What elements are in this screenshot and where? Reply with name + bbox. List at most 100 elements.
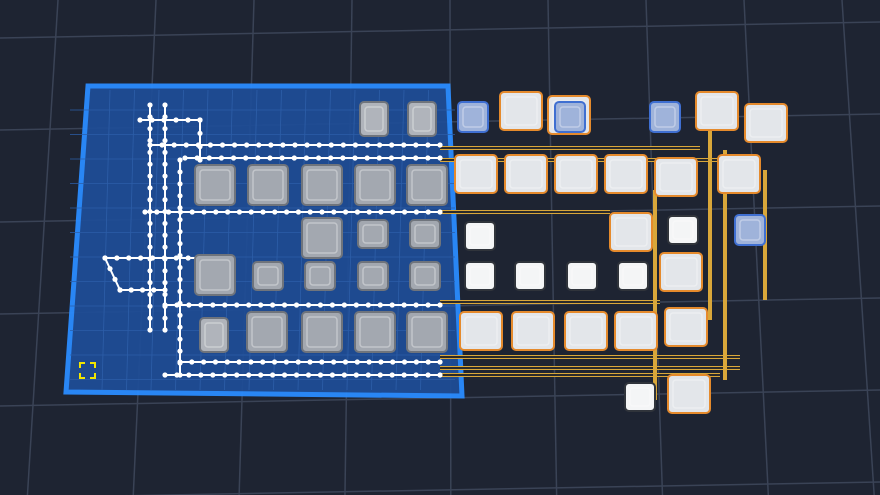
assembler-gray[interactable] bbox=[194, 254, 236, 296]
belt-node[interactable] bbox=[149, 255, 156, 261]
belt-node[interactable] bbox=[201, 359, 207, 365]
belt-node[interactable] bbox=[189, 209, 195, 215]
belt-node[interactable] bbox=[402, 209, 408, 215]
belt-node[interactable] bbox=[425, 372, 431, 378]
belt-node[interactable] bbox=[201, 209, 207, 215]
belt-node[interactable] bbox=[195, 142, 201, 148]
belt-node[interactable] bbox=[162, 315, 168, 321]
belt-node[interactable] bbox=[279, 155, 285, 161]
belt-node[interactable] bbox=[147, 303, 153, 309]
storage-white[interactable] bbox=[514, 261, 546, 291]
belt-node[interactable] bbox=[413, 359, 419, 365]
belt-node[interactable] bbox=[303, 155, 310, 161]
belt-node[interactable] bbox=[182, 155, 188, 161]
belt-node[interactable] bbox=[162, 291, 168, 298]
belt-node[interactable] bbox=[307, 209, 313, 215]
belt-node[interactable] bbox=[293, 302, 300, 308]
belt-paths[interactable] bbox=[102, 102, 443, 378]
belt-node[interactable] bbox=[147, 280, 153, 286]
belt-node[interactable] bbox=[177, 324, 183, 330]
constructor-orange[interactable] bbox=[564, 311, 608, 351]
belt-node[interactable] bbox=[248, 209, 254, 215]
belt-node[interactable] bbox=[147, 102, 153, 108]
belt-node[interactable] bbox=[390, 359, 396, 365]
belt-node[interactable] bbox=[177, 264, 183, 271]
belt-node[interactable] bbox=[352, 142, 359, 148]
constructor-orange[interactable] bbox=[744, 103, 788, 143]
belt-node[interactable] bbox=[222, 302, 228, 308]
belt-node[interactable] bbox=[210, 372, 216, 378]
belt-node[interactable] bbox=[271, 359, 278, 365]
belt-node[interactable] bbox=[291, 155, 297, 161]
belt-node[interactable] bbox=[210, 302, 216, 308]
constructor-orange[interactable] bbox=[609, 212, 653, 252]
constructor-orange[interactable] bbox=[604, 154, 648, 194]
constructor-orange[interactable] bbox=[504, 154, 548, 194]
belt-node[interactable] bbox=[258, 372, 264, 378]
belt-node[interactable] bbox=[162, 126, 168, 132]
belt-node[interactable] bbox=[161, 117, 167, 123]
belt-node[interactable] bbox=[364, 155, 370, 161]
belt-node[interactable] bbox=[230, 155, 237, 161]
belt-node[interactable] bbox=[244, 142, 250, 148]
belt-node[interactable] bbox=[147, 220, 153, 227]
smelter-gray[interactable] bbox=[357, 219, 389, 249]
belt-node[interactable] bbox=[147, 126, 153, 132]
belt-node[interactable] bbox=[234, 372, 240, 378]
belt-node[interactable] bbox=[147, 173, 153, 179]
belt-node[interactable] bbox=[177, 241, 183, 247]
smelter-gray[interactable] bbox=[409, 261, 441, 291]
machines[interactable] bbox=[194, 91, 788, 414]
belt-node[interactable] bbox=[272, 209, 278, 215]
belt-node[interactable] bbox=[162, 268, 168, 274]
belt-node[interactable] bbox=[162, 372, 168, 378]
belt-node[interactable] bbox=[400, 155, 407, 161]
drill-gray[interactable] bbox=[407, 101, 437, 137]
belt-node[interactable] bbox=[177, 181, 183, 187]
assembler-gray[interactable] bbox=[301, 217, 343, 259]
storage-white[interactable] bbox=[566, 261, 598, 291]
assembler-gray[interactable] bbox=[406, 164, 448, 206]
belt-node[interactable] bbox=[255, 155, 261, 161]
belt-node[interactable] bbox=[413, 372, 419, 378]
belt-node[interactable] bbox=[340, 155, 346, 161]
belt-node[interactable] bbox=[197, 117, 203, 123]
belt-node[interactable] bbox=[366, 209, 372, 215]
belt-node[interactable] bbox=[317, 302, 324, 308]
belt-node[interactable] bbox=[307, 359, 313, 365]
belt-node[interactable] bbox=[236, 359, 242, 365]
belt-node[interactable] bbox=[112, 276, 118, 282]
smelter-gray[interactable] bbox=[252, 261, 284, 291]
belt-node[interactable] bbox=[174, 302, 180, 308]
belt-node[interactable] bbox=[177, 217, 183, 223]
belt-node[interactable] bbox=[376, 155, 382, 161]
belt-node[interactable] bbox=[329, 302, 335, 308]
belt-node[interactable] bbox=[280, 142, 286, 148]
belt-node[interactable] bbox=[162, 302, 168, 308]
belt-node[interactable] bbox=[388, 155, 395, 161]
belt-node[interactable] bbox=[331, 209, 337, 215]
belt-node[interactable] bbox=[437, 359, 443, 365]
belt-node[interactable] bbox=[213, 209, 219, 215]
drill-gray[interactable] bbox=[199, 317, 229, 353]
belt-node[interactable] bbox=[177, 336, 183, 342]
belt-node[interactable] bbox=[437, 209, 443, 215]
belt-node[interactable] bbox=[295, 359, 301, 365]
belt-node[interactable] bbox=[177, 348, 183, 354]
belt-node[interactable] bbox=[281, 302, 288, 308]
belt-node[interactable] bbox=[177, 209, 183, 215]
belt-node[interactable] bbox=[437, 142, 443, 148]
belt-node[interactable] bbox=[425, 209, 431, 215]
belt-node[interactable] bbox=[413, 155, 419, 161]
assembler-gray[interactable] bbox=[406, 311, 448, 353]
belt-node[interactable] bbox=[281, 372, 288, 378]
belt-node[interactable] bbox=[234, 302, 240, 308]
constructor-orange[interactable] bbox=[717, 154, 761, 194]
belt-node[interactable] bbox=[147, 185, 153, 191]
belt-node[interactable] bbox=[258, 302, 264, 308]
belt-node[interactable] bbox=[243, 155, 249, 161]
storage-white[interactable] bbox=[464, 261, 496, 291]
belt-node[interactable] bbox=[328, 155, 334, 161]
belt-node[interactable] bbox=[114, 255, 120, 261]
belt-node[interactable] bbox=[256, 142, 262, 148]
